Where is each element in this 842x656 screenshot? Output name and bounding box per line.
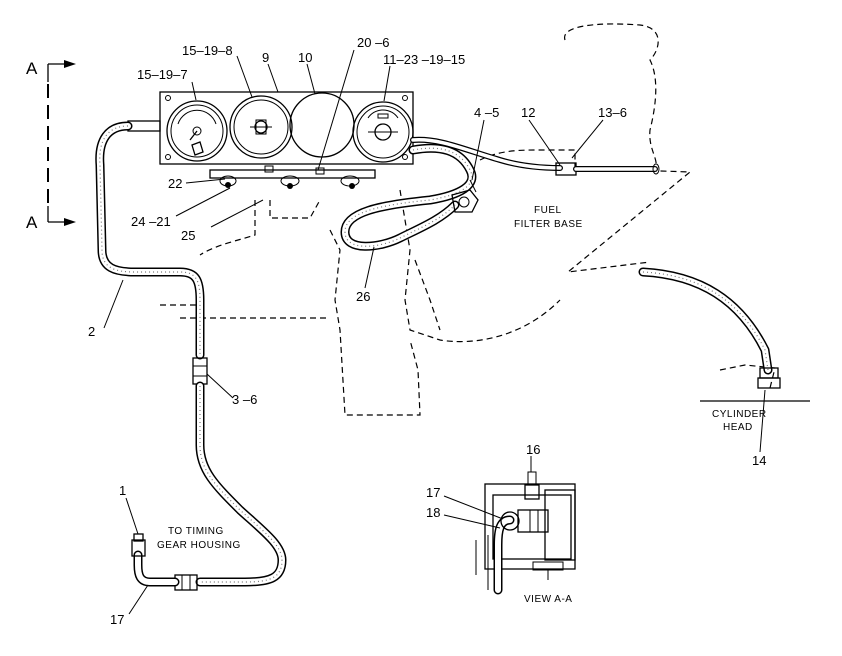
callout-18: 18	[426, 505, 440, 520]
callout-20-6: 20 –6	[357, 35, 390, 50]
note-view-a-a: VIEW A-A	[524, 594, 572, 605]
section-marker-top: A	[26, 59, 76, 82]
engine-outline	[160, 23, 776, 416]
callout-17-lower: 17	[110, 612, 124, 627]
gauge-panel	[127, 91, 414, 189]
callout-17-detail: 17	[426, 485, 440, 500]
note-fuel-filter-line2: FILTER BASE	[514, 219, 583, 230]
hose-2-main	[95, 121, 205, 360]
hose-2-lower	[195, 381, 287, 587]
view-a-a-detail	[475, 471, 576, 595]
fitting-17-lower	[133, 550, 198, 591]
diagram-notes: FUEL FILTER BASE CYLINDER HEAD TO TIMING…	[157, 205, 767, 605]
callout-2: 2	[88, 324, 95, 339]
note-cylinder-head-line1: CYLINDER	[712, 409, 767, 420]
callout-22: 22	[168, 176, 182, 191]
leader-lines	[103, 49, 766, 615]
section-letter-bottom: A	[26, 213, 38, 232]
section-letter-top: A	[26, 59, 38, 78]
hose-to-cylinder-head	[638, 267, 781, 389]
callout-15-19-8: 15–19–8	[182, 43, 233, 58]
callout-10: 10	[298, 50, 312, 65]
fitting-4-5	[451, 179, 479, 213]
callout-25: 25	[181, 228, 195, 243]
temperature-gauge	[352, 101, 414, 163]
callout-15-19-7: 15–19–7	[137, 67, 188, 82]
mounting-bracket	[209, 165, 376, 189]
pressure-gauge-left	[166, 100, 228, 162]
callout-11-23-19-15: 11–23 –19–15	[383, 52, 465, 67]
note-timing-line2: GEAR HOUSING	[157, 540, 241, 551]
tachometer-gauge	[229, 95, 293, 159]
note-cylinder-head-line2: HEAD	[723, 422, 753, 433]
blank-gauge	[289, 92, 355, 158]
callout-26: 26	[356, 289, 370, 304]
note-timing-line1: TO TIMING	[168, 526, 224, 537]
callout-3-6: 3 –6	[232, 392, 257, 407]
callout-14: 14	[752, 453, 766, 468]
note-fuel-filter-line1: FUEL	[534, 205, 562, 216]
coupling-3-6	[192, 357, 208, 385]
callout-4-5: 4 –5	[474, 105, 499, 120]
section-marker-bottom: A	[26, 206, 76, 232]
callout-13-6: 13–6	[598, 105, 627, 120]
callout-1: 1	[119, 483, 126, 498]
callout-16: 16	[526, 442, 540, 457]
elbow-1	[131, 533, 146, 557]
callout-12: 12	[521, 105, 535, 120]
callout-24-21: 24 –21	[131, 214, 171, 229]
tube-to-cylinder-head	[410, 136, 660, 176]
callout-9: 9	[262, 50, 269, 65]
callout-labels: 15–19–8 9 10 20 –6 15–19–7 11–23 –19–15 …	[88, 35, 766, 627]
hose-26	[340, 143, 477, 251]
